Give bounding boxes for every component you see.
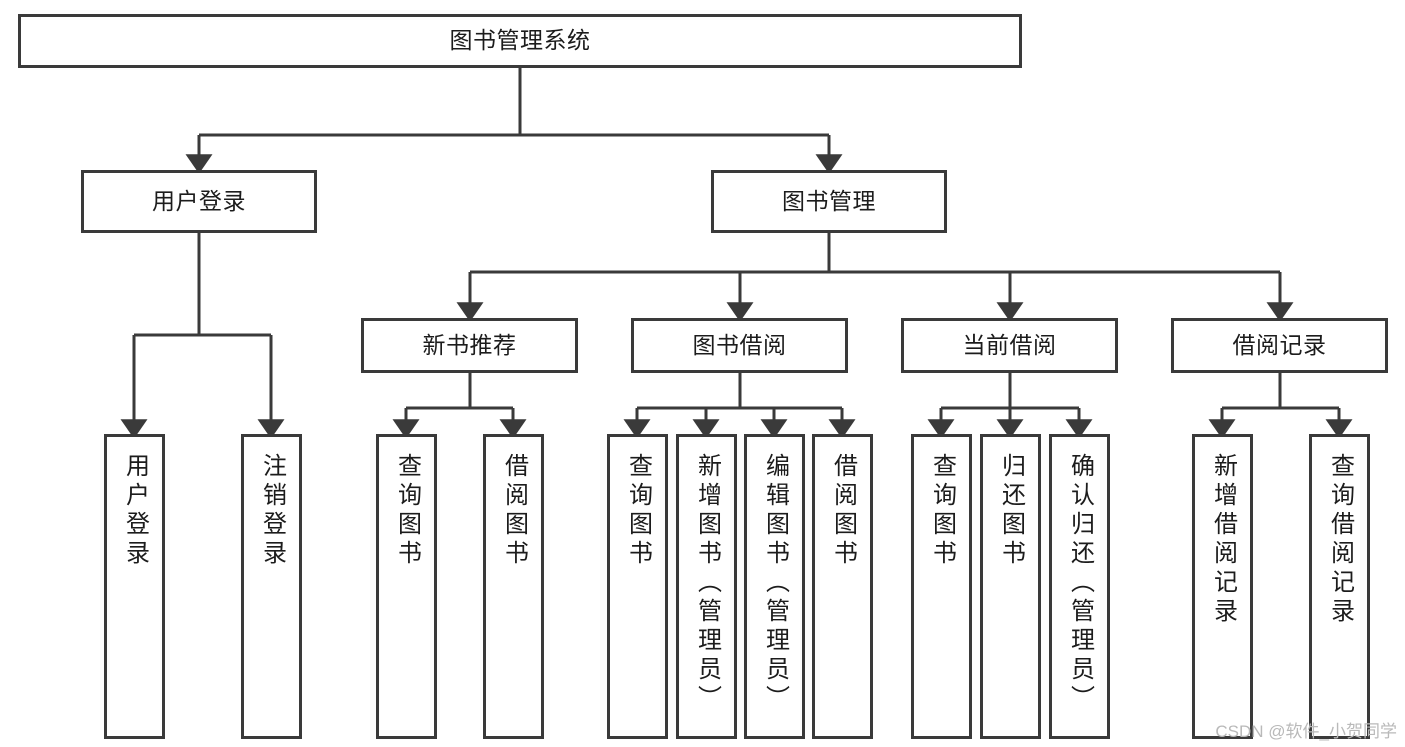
node-label: 用户登录 xyxy=(152,187,246,214)
node-label: 查询图书 xyxy=(624,453,652,569)
node-label: 当前借阅 xyxy=(962,331,1057,358)
node-label: 新增图书（管理员） xyxy=(693,453,721,714)
leaf-confirm-return-admin[interactable]: 确认归还（管理员） xyxy=(1049,434,1110,739)
node-label: 编辑图书（管理员） xyxy=(761,453,789,714)
node-user-login[interactable]: 用户登录 xyxy=(81,170,317,233)
leaf-borrow-book-recommend[interactable]: 借阅图书 xyxy=(483,434,544,739)
leaf-logout-login[interactable]: 注销登录 xyxy=(241,434,302,739)
node-label: 注销登录 xyxy=(258,453,286,569)
node-label: 新书推荐 xyxy=(422,331,517,358)
node-root-system[interactable]: 图书管理系统 xyxy=(18,14,1022,68)
node-new-book-recommend[interactable]: 新书推荐 xyxy=(361,318,578,373)
node-label: 借阅图书 xyxy=(500,453,528,569)
node-label: 查询图书 xyxy=(928,453,956,569)
node-label: 新增借阅记录 xyxy=(1209,453,1237,627)
leaf-edit-book-admin[interactable]: 编辑图书（管理员） xyxy=(744,434,805,739)
node-label: 确认归还（管理员） xyxy=(1066,453,1094,714)
leaf-query-borrow-record[interactable]: 查询借阅记录 xyxy=(1309,434,1370,739)
node-label: 用户登录 xyxy=(121,453,149,569)
leaf-add-borrow-record[interactable]: 新增借阅记录 xyxy=(1192,434,1253,739)
leaf-query-book-borrow[interactable]: 查询图书 xyxy=(607,434,668,739)
node-label: 归还图书 xyxy=(997,453,1025,569)
node-label: 图书管理 xyxy=(782,187,876,214)
node-label: 查询图书 xyxy=(393,453,421,569)
node-borrow-record[interactable]: 借阅记录 xyxy=(1171,318,1388,373)
node-book-manage[interactable]: 图书管理 xyxy=(711,170,947,233)
node-label: 借阅记录 xyxy=(1232,331,1327,358)
leaf-query-book-recommend[interactable]: 查询图书 xyxy=(376,434,437,739)
leaf-query-book-current[interactable]: 查询图书 xyxy=(911,434,972,739)
node-label: 借阅图书 xyxy=(829,453,857,569)
leaf-user-login[interactable]: 用户登录 xyxy=(104,434,165,739)
leaf-borrow-book-borrow[interactable]: 借阅图书 xyxy=(812,434,873,739)
node-label: 查询借阅记录 xyxy=(1326,453,1354,627)
leaf-add-book-admin[interactable]: 新增图书（管理员） xyxy=(676,434,737,739)
node-current-borrow[interactable]: 当前借阅 xyxy=(901,318,1118,373)
node-label: 图书借阅 xyxy=(692,331,787,358)
node-book-borrow[interactable]: 图书借阅 xyxy=(631,318,848,373)
node-label: 图书管理系统 xyxy=(449,27,591,54)
leaf-return-book[interactable]: 归还图书 xyxy=(980,434,1041,739)
